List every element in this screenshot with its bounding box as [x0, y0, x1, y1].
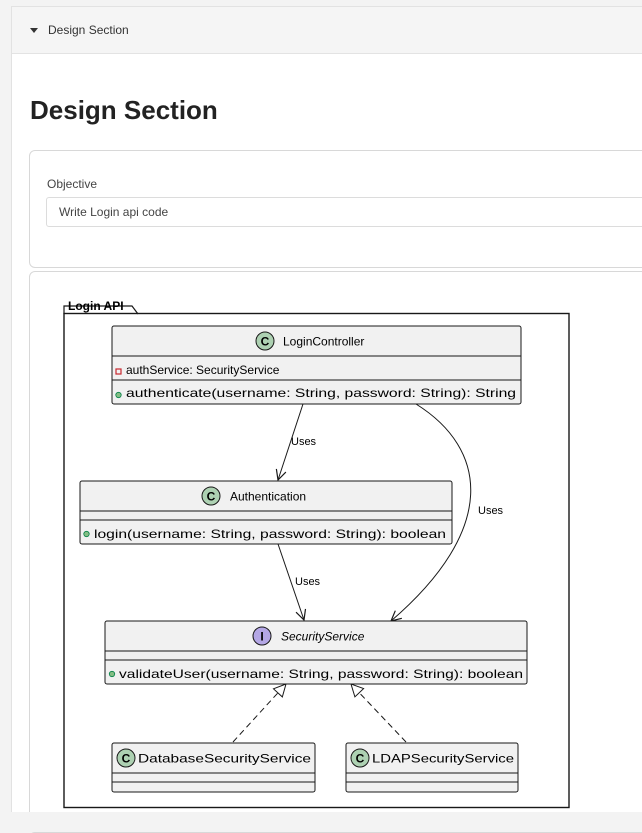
- package-label: Login API: [68, 299, 124, 313]
- class-icon: [350, 748, 370, 768]
- public-marker-icon: [108, 670, 116, 678]
- class-name: SecurityService: [281, 630, 365, 644]
- class-stereotype: C: [122, 752, 131, 766]
- class-name: DatabaseSecurityService: [138, 752, 311, 766]
- public-marker-icon: [83, 530, 90, 538]
- objective-input[interactable]: [46, 197, 642, 227]
- interface-security-service[interactable]: I SecurityService validateUser(username:…: [104, 620, 528, 685]
- package-login-api: Login API: [63, 299, 570, 809]
- field-text: authService: SecurityService: [126, 363, 280, 377]
- relation-uses-controller-security: [391, 403, 472, 621]
- relation-uses-controller-auth: [278, 403, 304, 480]
- relations: [232, 403, 472, 743]
- class-stereotype: C: [261, 335, 270, 349]
- class-name: Authentication: [230, 490, 306, 504]
- relation-label: Uses: [295, 576, 321, 588]
- relation-implements-ldap: [351, 684, 407, 743]
- accordion-header[interactable]: Design Section: [12, 7, 642, 54]
- class-icon: [255, 331, 275, 351]
- class-icon: [116, 748, 136, 768]
- interface-icon: [252, 626, 272, 646]
- bottom-bar: [0, 812, 642, 832]
- method-text: validateUser(username: String, password:…: [119, 667, 523, 681]
- class-login-controller[interactable]: C LoginController authService: SecurityS…: [111, 325, 522, 405]
- relation-label: Uses: [291, 436, 317, 448]
- class-name: LDAPSecurityService: [372, 752, 514, 766]
- accordion-title: Design Section: [48, 23, 129, 37]
- class-icon: [201, 486, 221, 506]
- uml-class-diagram: Login API Uses Uses Uses C LoginC: [63, 299, 570, 809]
- class-authentication[interactable]: C Authentication login(username: String,…: [79, 480, 453, 545]
- class-stereotype: I: [260, 630, 263, 644]
- objective-card: Objective: [29, 150, 642, 268]
- class-ldap-security-service[interactable]: C LDAPSecurityService: [345, 742, 519, 793]
- relation-label: Uses: [478, 505, 504, 517]
- page-title: Design Section: [30, 95, 218, 125]
- class-stereotype: C: [356, 752, 365, 766]
- private-marker-icon: [115, 368, 122, 375]
- class-name: LoginController: [283, 335, 364, 349]
- relation-implements-db: [232, 684, 286, 743]
- class-stereotype: C: [207, 490, 216, 504]
- class-database-security-service[interactable]: C DatabaseSecurityService: [111, 742, 316, 793]
- diagram-card: Login API Uses Uses Uses C LoginC: [29, 271, 642, 833]
- public-marker-icon: [115, 391, 122, 399]
- method-text: login(username: String, password: String…: [94, 527, 446, 541]
- caret-down-icon[interactable]: [30, 27, 38, 33]
- objective-label: Objective: [47, 177, 98, 191]
- relation-uses-auth-security: [277, 543, 304, 620]
- design-section-panel: Design Section Design Section Objective …: [11, 6, 642, 833]
- method-text: authenticate(username: String, password:…: [126, 386, 516, 400]
